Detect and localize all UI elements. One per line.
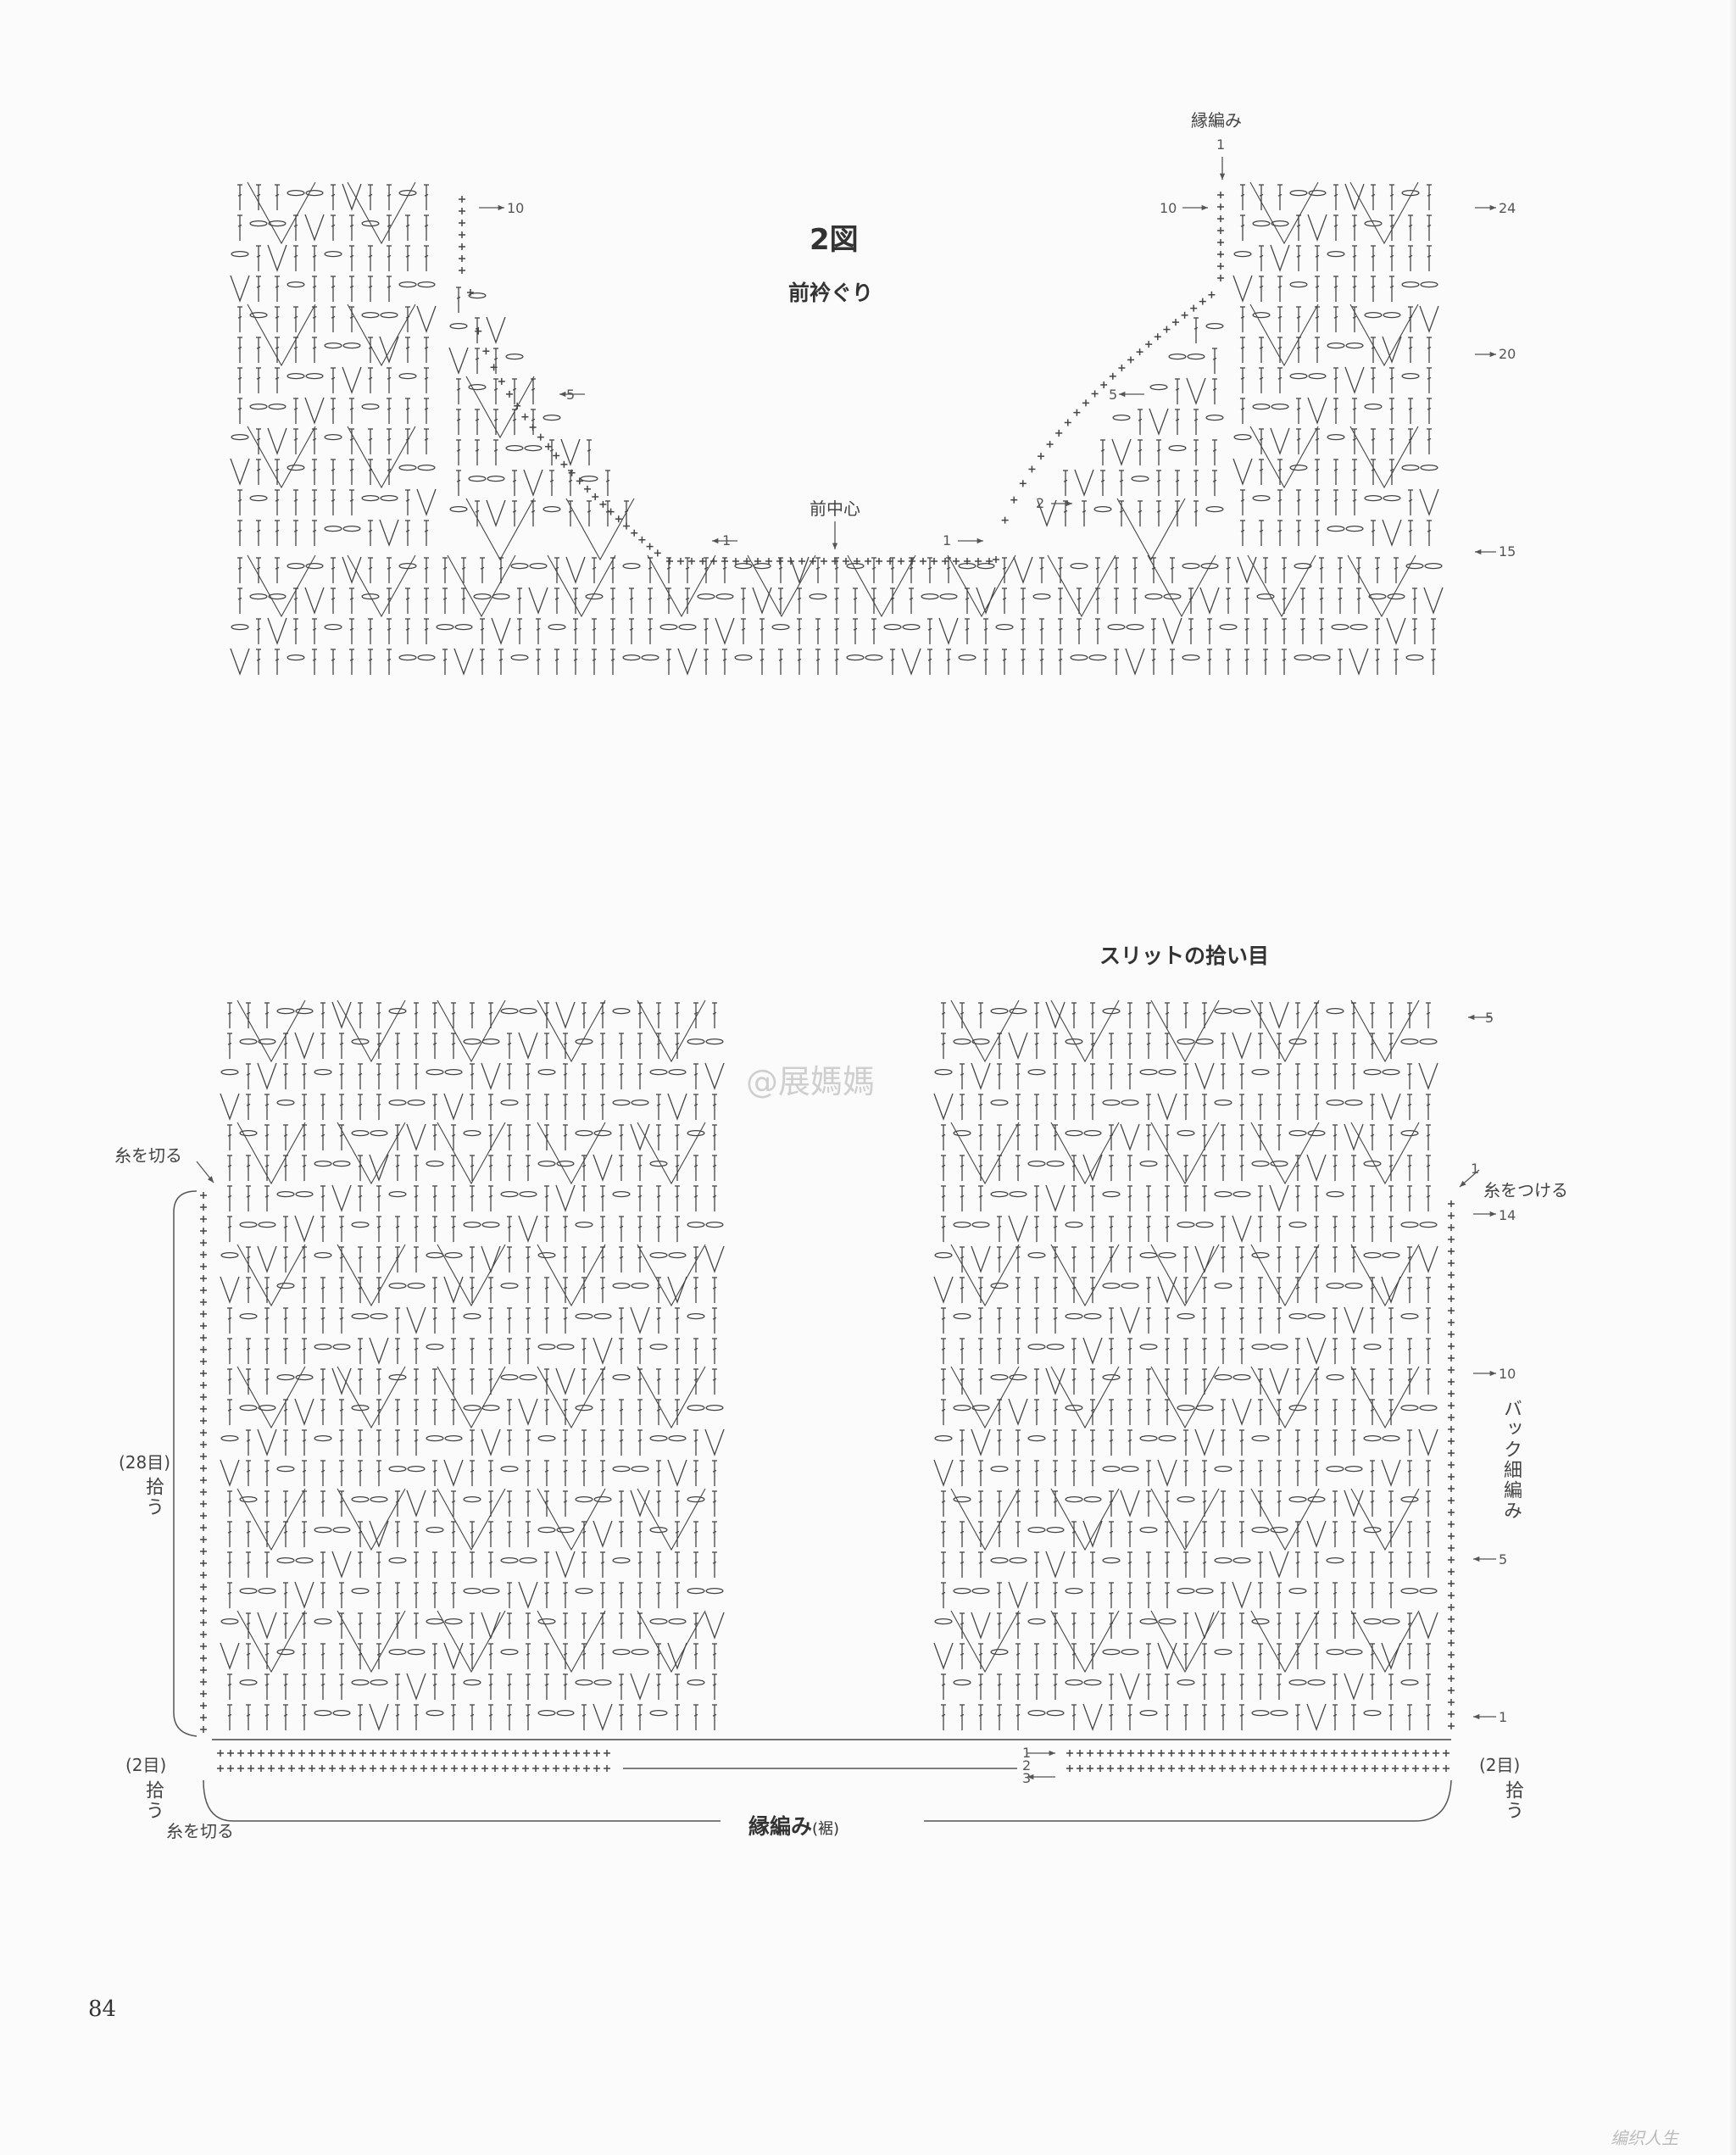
pick-2-left-verb: 拾う xyxy=(142,1780,164,1821)
top-right-row-24: 24 xyxy=(1499,200,1516,216)
top-right-row-5: 5 xyxy=(1109,387,1118,403)
hem-row-3: 3 xyxy=(1022,1770,1032,1786)
corner-logo: 编织人生 xyxy=(1611,2128,1678,2148)
pick-2-right-label: (2目) xyxy=(1479,1755,1521,1775)
bottom-right-row-14: 14 xyxy=(1499,1207,1516,1223)
front-center-label: 前中心 xyxy=(810,498,860,519)
bottom-right-stitch-panel xyxy=(933,1000,1438,1731)
top-right-row-10: 10 xyxy=(1160,200,1177,216)
pick-28-label: (28目) xyxy=(119,1452,171,1473)
book-spine-shadow xyxy=(1728,0,1736,2155)
bottom-right-row-5b: 5 xyxy=(1499,1551,1508,1568)
edge-row-1: 1 xyxy=(1216,136,1226,153)
hem-row-2: 2 xyxy=(1022,1757,1032,1774)
chart-overlays xyxy=(173,157,1496,1822)
back-single-crochet-label: バック細編み xyxy=(1500,1399,1522,1521)
pick-2-left-label: (2目) xyxy=(125,1755,167,1775)
top-left-row-1: 1 xyxy=(722,532,732,548)
bottom-right-row-10: 10 xyxy=(1499,1366,1516,1382)
top-left-row-10: 10 xyxy=(507,200,525,216)
attach-thread-label: 糸をつける xyxy=(1483,1180,1568,1200)
pick-2-right-verb: 拾う xyxy=(1502,1780,1523,1821)
figure-title: 2図 xyxy=(810,223,859,257)
pick-28-verb: 拾う xyxy=(142,1477,164,1517)
bottom-left-stitch-panel xyxy=(220,1000,725,1731)
hem-edge-label: 縁編み(裾) xyxy=(748,1814,840,1839)
watermark: @展媽媽 xyxy=(746,1063,876,1100)
slit-title: スリットの拾い目 xyxy=(1099,944,1270,968)
top-right-row-1: 1 xyxy=(943,532,952,548)
top-right-row-2: 2 xyxy=(1036,495,1045,511)
page-number: 84 xyxy=(88,1996,117,2022)
cut-thread-top: 糸を切る xyxy=(114,1145,182,1166)
top-right-row-15: 15 xyxy=(1499,543,1516,560)
bottom-right-row-5: 5 xyxy=(1485,1010,1494,1026)
top-right-row-20: 20 xyxy=(1499,346,1516,362)
top-left-row-5: 5 xyxy=(566,387,576,403)
bottom-right-row-attach-1: 1 xyxy=(1471,1161,1480,1177)
top-lower-stitch-panel xyxy=(230,554,1444,676)
figure-subtitle: 前衿ぐり xyxy=(788,281,874,305)
top-left-stitch-panel xyxy=(230,181,635,561)
bottom-right-row-1: 1 xyxy=(1499,1709,1508,1725)
cut-thread-bottom: 糸を切る xyxy=(166,1821,234,1841)
edge-label-top: 縁編み xyxy=(1191,110,1242,131)
top-right-stitch-panel xyxy=(1037,181,1439,561)
hem-row-1: 1 xyxy=(1022,1745,1032,1761)
